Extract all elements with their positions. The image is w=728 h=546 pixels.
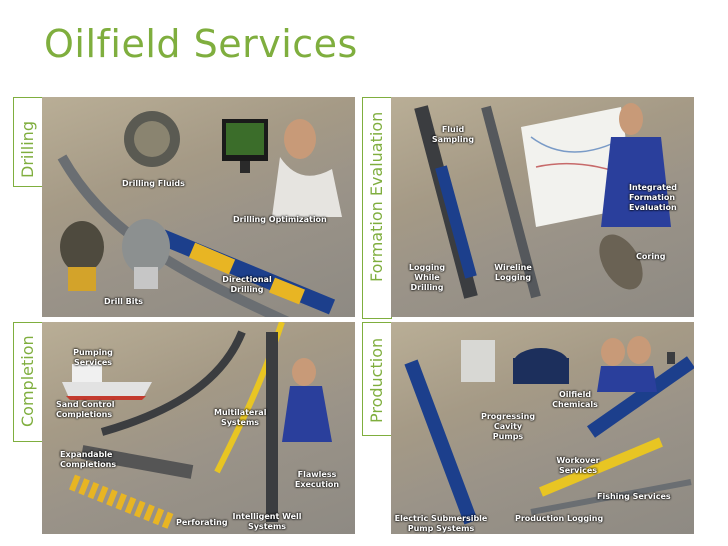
caption-flawless-execution: Flawless Execution [294, 470, 340, 489]
drilling-section-label: Drilling [18, 121, 37, 178]
caption-perforating: Perforating [176, 518, 228, 527]
formation-section-label: Formation Evaluation [367, 111, 386, 282]
production-panel: Oilfield Chemicals Progressing Cavity Pu… [391, 322, 694, 534]
drilling-illustration [57, 111, 342, 317]
caption-wireline-logging: Wireline Logging [494, 263, 532, 282]
caption-pumping-services: Pumping Services [73, 348, 113, 367]
caption-electric-submersible-pump-systems: Electric Submersible Pump Systems [394, 514, 488, 533]
caption-logging-while-drilling: Logging While Drilling [408, 263, 446, 292]
formation-label-box: Formation Evaluation [362, 97, 392, 319]
caption-progressing-cavity-pumps: Progressing Cavity Pumps [480, 412, 536, 441]
caption-drilling-optimization: Drilling Optimization [233, 215, 327, 224]
completion-illustration [62, 322, 332, 530]
formation-panel: Fluid Sampling Integrated Formation Eval… [391, 97, 694, 317]
caption-production-logging: Production Logging [515, 514, 604, 523]
caption-directional-drilling: Directional Drilling [222, 275, 272, 294]
caption-sand-control-completions: Sand Control Completions [56, 400, 115, 419]
caption-oilfield-chemicals: Oilfield Chemicals [552, 390, 598, 409]
caption-fluid-sampling: Fluid Sampling [431, 125, 475, 144]
caption-workover-services: Workover Services [556, 456, 600, 475]
completion-section-label: Completion [18, 335, 37, 427]
caption-multilateral-systems: Multilateral Systems [214, 408, 267, 427]
caption-expandable-completions: Expandable Completions [60, 450, 117, 469]
drilling-panel: Drilling Fluids Drilling Optimization Di… [42, 97, 355, 317]
production-illustration [404, 336, 694, 525]
completion-label-box: Completion [13, 322, 43, 442]
completion-panel: Pumping Services Sand Control Completion… [42, 322, 355, 534]
caption-coring: Coring [636, 252, 666, 261]
production-section-label: Production [367, 337, 386, 423]
caption-drill-bits: Drill Bits [104, 297, 144, 306]
caption-integrated-formation-evaluation: Integrated Formation Evaluation [629, 183, 677, 212]
page-title: Oilfield Services [44, 22, 358, 66]
formation-illustration [414, 103, 671, 299]
drilling-label-box: Drilling [13, 97, 43, 187]
production-label-box: Production [362, 322, 392, 436]
caption-drilling-fluids: Drilling Fluids [122, 179, 185, 188]
caption-fishing-services: Fishing Services [597, 492, 671, 501]
caption-intelligent-well-systems: Intelligent Well Systems [232, 512, 302, 531]
